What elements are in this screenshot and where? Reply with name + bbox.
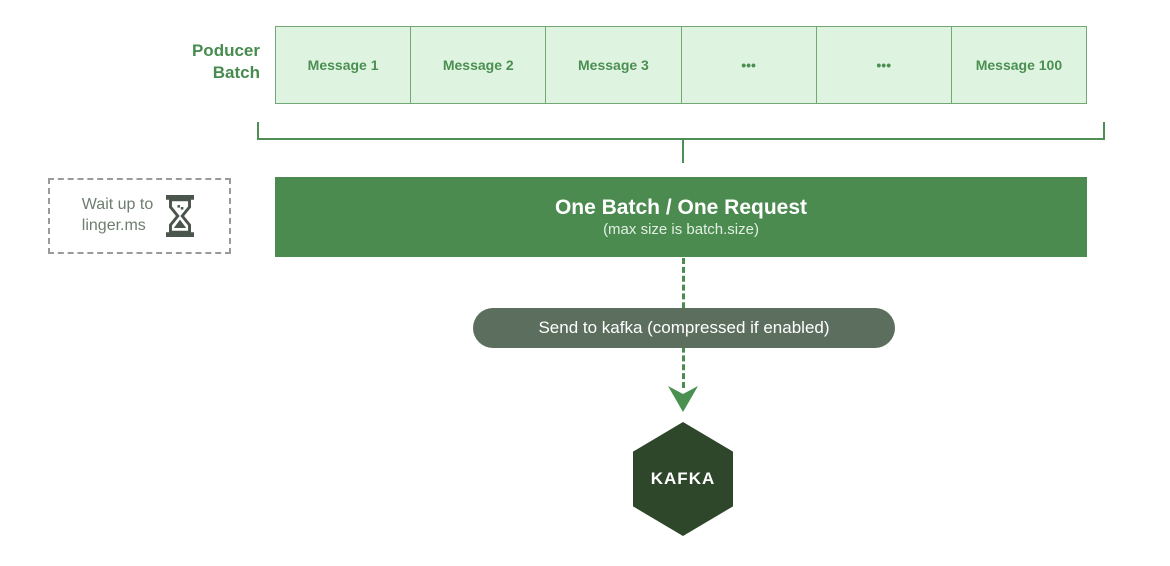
linger-note-line2: linger.ms	[81, 217, 146, 234]
producer-batch-label-line2: Batch	[212, 62, 260, 82]
linger-note-line1: Wait up to	[81, 196, 154, 214]
hourglass-icon	[166, 195, 195, 237]
batch-bar-subtitle: (max size is batch.size)	[603, 220, 759, 238]
one-batch-one-request-bar: One Batch / One Request (max size is bat…	[275, 177, 1087, 257]
linger-ms-note-text: Wait up to linger.ms	[82, 195, 153, 237]
message-cell: Message 100	[950, 27, 1087, 103]
batch-grouping-bracket	[257, 122, 1105, 140]
send-to-kafka-pill: Send to kafka (compressed if enabled)	[473, 308, 895, 348]
message-cell: Message 1	[276, 27, 411, 103]
message-cell: •••	[815, 27, 951, 103]
message-cell: Message 2	[410, 27, 546, 103]
bracket-stem-connector	[682, 140, 684, 163]
message-cell: •••	[680, 27, 816, 103]
kafka-label: KAFKA	[650, 469, 716, 488]
kafka-hexagon-node: KAFKA	[633, 422, 733, 536]
message-cell: Message 3	[545, 27, 681, 103]
producer-batch-label: Poducer Batch	[100, 40, 260, 84]
batch-bar-title: One Batch / One Request	[554, 195, 808, 219]
arrow-down-icon	[668, 386, 698, 412]
linger-ms-note-box: Wait up to linger.ms	[48, 178, 231, 254]
producer-batch-label-line1: Poducer	[191, 41, 260, 60]
